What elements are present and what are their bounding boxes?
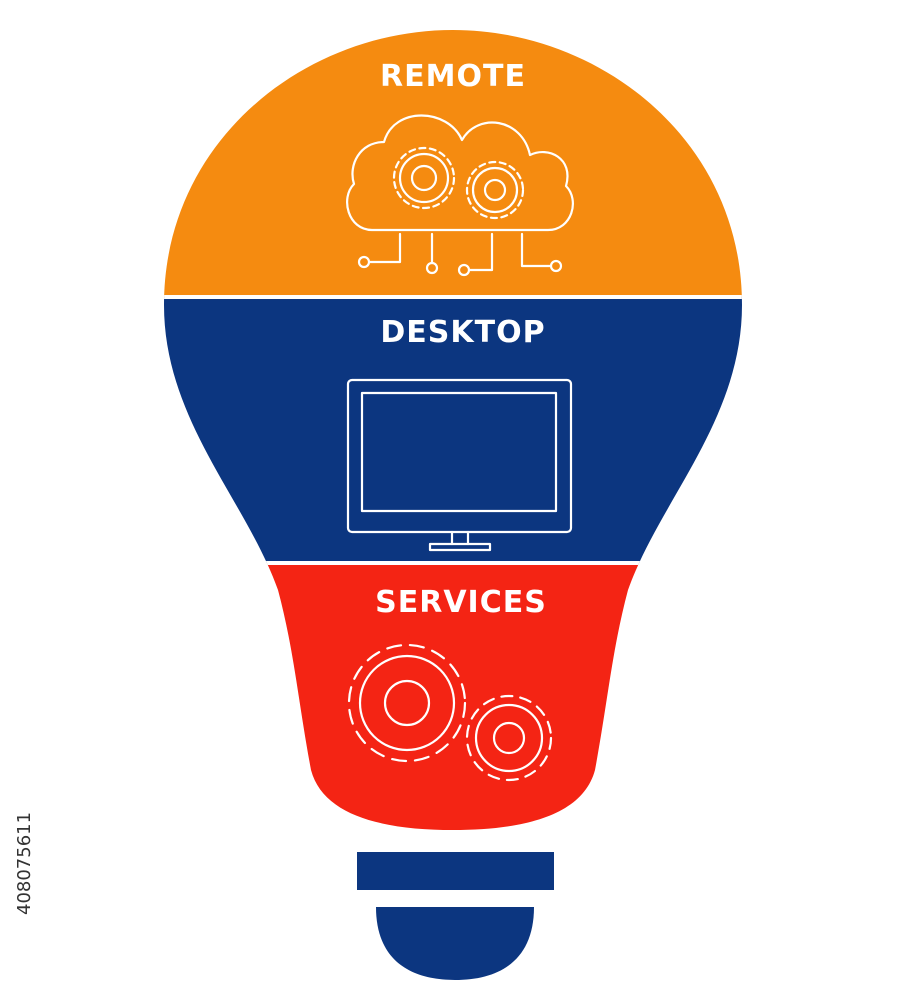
monitor-icon [346,378,573,552]
gears-icon [347,643,553,782]
remote-label: REMOTE [380,59,526,94]
services-label: SERVICES [375,585,547,620]
remote-section [164,30,742,297]
desktop-label: DESKTOP [380,315,545,350]
bulb-base-cap [376,907,534,980]
svg-text:408075611: 408075611 [14,812,35,915]
bulb-base-bar [357,852,554,890]
cloud-gears-icon [346,114,574,277]
desktop-section [164,297,742,563]
stock-id-text: 408075611 [14,812,35,915]
